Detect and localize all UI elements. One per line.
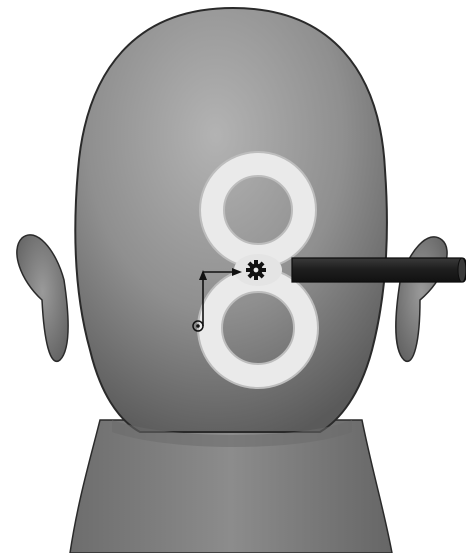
left-ear xyxy=(17,235,68,362)
right-ear xyxy=(396,237,447,362)
coil-handle xyxy=(292,258,466,282)
gear-icon xyxy=(246,260,266,280)
